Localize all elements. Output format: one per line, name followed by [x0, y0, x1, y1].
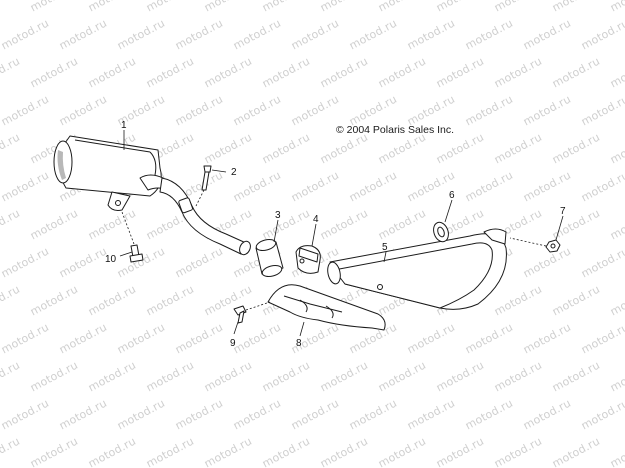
callout-9: 9 — [230, 338, 236, 349]
heat-shield-part — [267, 284, 386, 331]
callout-5: 5 — [382, 242, 388, 253]
bolt-lower-part — [121, 211, 144, 263]
callout-10: 10 — [105, 254, 117, 265]
callout-2: 2 — [231, 167, 237, 178]
muffler-part — [53, 135, 169, 211]
callout-6: 6 — [449, 190, 455, 201]
callout-8: 8 — [296, 338, 302, 349]
callout-labels: 1 2 3 4 5 6 7 8 9 10 — [105, 120, 566, 349]
leader-lines — [119, 130, 564, 337]
shield-screw-part — [233, 301, 271, 324]
tailpipe-part — [159, 177, 251, 256]
callout-1: 1 — [121, 120, 127, 131]
callout-7: 7 — [560, 206, 566, 217]
bolt-upper-part — [195, 165, 227, 207]
washer-seal-part — [433, 221, 449, 243]
head-pipe-part — [327, 228, 507, 310]
callout-4: 4 — [313, 214, 319, 225]
copyright-notice: © 2004 Polaris Sales Inc. — [336, 124, 455, 136]
callout-3: 3 — [275, 210, 281, 221]
gasket-sleeve-part — [255, 239, 284, 277]
clamp-part — [295, 245, 321, 274]
nut-part — [509, 237, 561, 253]
